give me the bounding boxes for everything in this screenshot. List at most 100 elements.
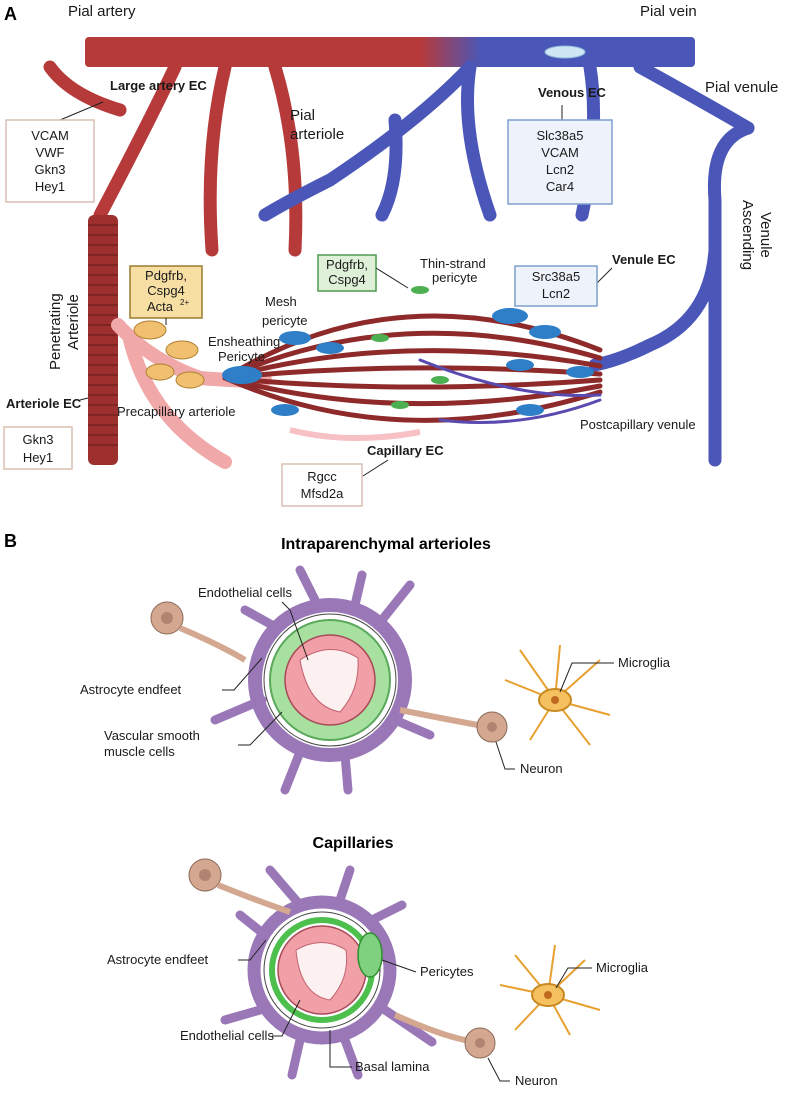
ascending-label-2: Venule [757,212,774,258]
pial-vein-label: Pial vein [640,3,697,20]
mesh-label-1: Mesh [265,294,297,309]
venule-ec-box [514,265,598,307]
venous-marker-4: Car4 [546,179,574,194]
arteriole-neuron-right [399,707,508,743]
arteriole-endothelial-label: Endothelial cells [198,585,292,600]
capillary-neuron-top [188,858,291,915]
capillary-leader [362,459,389,477]
pial-venule-label: Pial venule [705,79,778,96]
ensheathing-marker-1: Pdgfrb, [145,268,187,283]
capillaries-title: Capillaries [313,835,394,852]
panel-b-letter: B [4,531,17,551]
venule-marker-1: Src38a5 [532,269,580,284]
arterioles-title: Intraparenchymal arterioles [281,536,491,553]
capillary-neuron-leader [487,1057,510,1082]
ensheathing-marker-2: Cspg4 [147,283,185,298]
pial-endothelial-cell [544,45,586,59]
large-artery-ec-title: Large artery EC [110,78,207,93]
pial-vessel [85,37,695,67]
large-artery-marker-1: VCAM [31,128,69,143]
mesh-markers-box [317,254,377,292]
arteriole-astrocyte-label: Astrocyte endfeet [80,682,182,697]
thin-strand-label-1: Thin-strand [420,256,486,271]
panel-a-letter: A [4,4,17,24]
postcapillary-label: Postcapillary venule [580,417,696,432]
thin-strand-label-2: pericyte [432,270,478,285]
capillary-neuron-label: Neuron [515,1073,558,1088]
venous-marker-1: Slc38a5 [537,128,584,143]
pial-vein-branches [258,60,755,467]
arteriole-smooth-leader [238,711,283,746]
arteriole-marker-1: Gkn3 [22,432,53,447]
capillary-ec-title: Capillary EC [367,443,444,458]
mesh-pericytes [222,308,594,416]
arteriole-microglia [504,644,611,746]
capillary-astrocyte-leader [238,939,267,961]
venous-marker-3: Lcn2 [546,162,574,177]
large-artery-marker-2: VWF [36,145,65,160]
ascending-label-1: Ascending [739,200,756,270]
arteriole-smooth-label-2: muscle cells [104,744,175,759]
capillary-endothelial-label: Endothelial cells [180,1028,274,1043]
arteriole-neuron-top [150,601,247,663]
ascending-venule-label: Ascending Venule [739,200,774,270]
capillary-pericytes-leader [381,959,417,973]
ensheathing-marker-3: Acta [147,299,174,314]
arteriole-microglia-label: Microglia [618,655,671,670]
arteriole-marker-2: Hey1 [23,450,53,465]
mesh-marker-2: Cspg4 [328,272,366,287]
capillary-endothelial-leader [272,999,301,1037]
venule-leader [596,267,613,284]
pial-arteriole-label-1: Pial [290,107,315,124]
ensheathing-pericytes [133,320,205,389]
capillary-marker-2: Mfsd2a [301,486,344,501]
ensheathing-label-2: Pericyte [218,349,265,364]
arteriole-microglia-leader [559,662,614,693]
pial-arteriole-branches [43,60,303,257]
ensheathing-marker-superscript: 2+ [180,298,189,307]
mesh-marker-leader [375,267,409,289]
penetrating-arteriole [88,215,118,465]
capillary-basal-lamina-label: Basal lamina [355,1059,430,1074]
venous-marker-2: VCAM [541,145,579,160]
capillary-basal-lamina-leader [329,1030,352,1068]
pial-artery-label: Pial artery [68,3,136,20]
venule-ec-title: Venule EC [612,252,676,267]
large-artery-marker-3: Gkn3 [34,162,65,177]
penetrating-label-2: Arteriole [65,294,82,350]
large-artery-leader [59,101,104,121]
arteriole-smooth-label-1: Vascular smooth [104,728,200,743]
capillary-marker-1: Rgcc [307,469,337,484]
venule-marker-2: Lcn2 [542,286,570,301]
capillary-microglia-leader [555,967,592,989]
venous-ec-box [507,119,613,205]
penetrating-label-1: Penetrating [47,293,64,370]
capillary-microglia [499,944,601,1036]
capillary-cross-section [220,865,437,1080]
capillary-endothelium-band [289,427,421,441]
large-artery-marker-4: Hey1 [35,179,65,194]
precapillary-label: Precapillary arteriole [117,404,236,419]
capillary-ec-box [281,463,363,507]
penetrating-arteriole-label: Penetrating Arteriole [47,293,82,370]
arteriole-neuron-leader [495,741,515,770]
ensheathing-label-1: Ensheathing [208,334,280,349]
venous-ec-title: Venous EC [538,85,607,100]
mesh-marker-1: Pdgfrb, [326,257,368,272]
arteriole-cross-section [210,565,435,795]
capillary-pericytes-label: Pericytes [420,964,474,979]
pial-arteriole-label-2: arteriole [290,126,344,143]
arteriole-leader [79,397,89,401]
capillary-astrocyte-label: Astrocyte endfeet [107,952,209,967]
arteriole-ec-title: Arteriole EC [6,396,82,411]
capillary-neuron-right [393,1012,496,1059]
arteriole-ec-box [3,426,73,470]
arteriole-endothelial-leader [281,601,309,661]
capillary-microglia-label: Microglia [596,960,649,975]
large-artery-ec-box [5,119,95,203]
mesh-label-2: pericyte [262,313,308,328]
arteriole-astrocyte-leader [222,657,263,691]
thin-strand-pericytes [371,286,449,409]
arteriole-neuron-label: Neuron [520,761,563,776]
